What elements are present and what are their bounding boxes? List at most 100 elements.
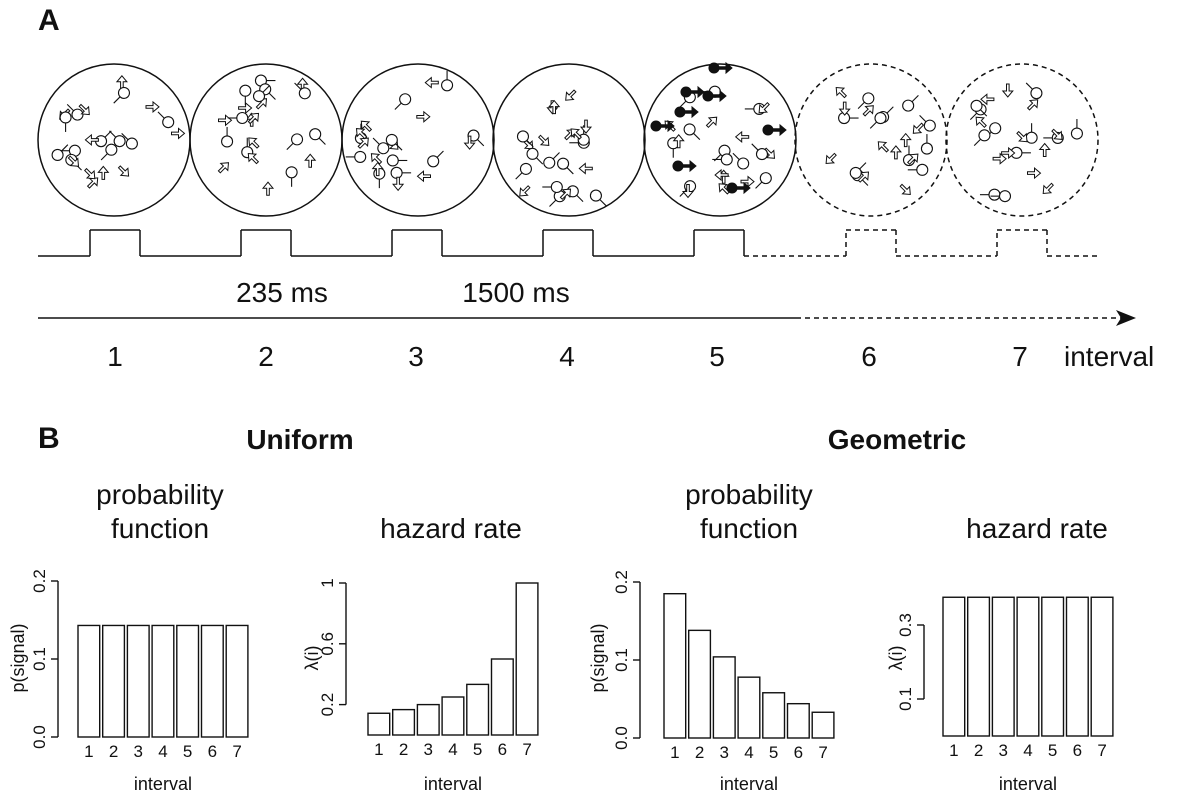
signal-dot	[708, 62, 720, 74]
x-tick-label: 3	[134, 742, 143, 761]
noise-dot	[920, 142, 933, 155]
bar-interval-1	[367, 712, 391, 736]
interval-label-6: 6	[861, 341, 877, 372]
moving-dot	[66, 103, 84, 121]
motion-arrow	[238, 101, 253, 115]
motion-arrow	[84, 167, 96, 180]
bar-interval-4	[1016, 596, 1040, 737]
signal-arrow	[682, 159, 697, 173]
motion-arrow	[370, 153, 383, 165]
motion-arrow	[825, 152, 837, 165]
motion-arrow	[463, 135, 476, 150]
moving-dot	[973, 129, 991, 146]
x-tick-label: 6	[1073, 741, 1082, 760]
chart-title: function	[111, 513, 209, 544]
noise-dot	[354, 150, 367, 163]
dot-stem	[286, 142, 294, 151]
dot-stem	[100, 153, 108, 161]
circle-outline	[341, 63, 495, 217]
motion-arrow	[672, 134, 685, 149]
motion-arrow	[248, 137, 260, 149]
signal-arrow	[736, 181, 751, 195]
motion-arrow	[570, 128, 583, 140]
x-tick-label: 6	[498, 740, 507, 759]
motion-arrow	[304, 153, 317, 168]
noise-dot	[970, 99, 983, 112]
bar-interval-6	[200, 624, 224, 738]
motion-arrow	[97, 165, 110, 180]
x-axis-label: interval	[134, 774, 192, 794]
bar-interval-3	[712, 656, 736, 739]
x-tick-label: 6	[208, 742, 217, 761]
noise-dot	[902, 154, 916, 167]
noise-dot	[755, 148, 769, 161]
noise-dot	[720, 153, 733, 166]
noise-dot	[236, 111, 249, 125]
moving-dot	[385, 133, 403, 151]
bar-interval-5	[1041, 596, 1065, 737]
bar-interval-6	[490, 658, 514, 736]
x-tick-label: 4	[744, 743, 753, 762]
noise-dot	[1070, 127, 1083, 140]
uniform-heading: Uniform	[246, 424, 353, 455]
motion-arrow	[835, 86, 848, 99]
moving-dot	[869, 112, 887, 129]
dot-stem	[157, 111, 165, 119]
bar-interval-4	[441, 696, 465, 736]
motion-arrow	[877, 141, 890, 153]
motion-arrow	[714, 168, 729, 182]
x-tick-label: 1	[84, 742, 93, 761]
motion-arrow	[559, 188, 572, 200]
motion-arrow	[519, 185, 531, 197]
bar-interval-6	[1065, 596, 1089, 737]
x-tick-label: 3	[424, 740, 433, 759]
bar-interval-5	[176, 624, 200, 738]
moving-dot	[907, 163, 929, 176]
noise-dot	[978, 129, 991, 142]
motion-arrow	[357, 137, 369, 149]
motion-arrow	[912, 122, 925, 134]
x-axis-label: interval	[999, 774, 1057, 794]
stimulus-circle-1	[37, 63, 191, 217]
x-tick-label: 5	[183, 742, 192, 761]
stimulus-circle-4	[492, 63, 646, 217]
motion-arrow	[371, 161, 384, 177]
motion-arrow	[360, 120, 373, 133]
moving-dot	[108, 130, 126, 148]
moving-dot	[849, 162, 867, 179]
moving-dot	[543, 152, 560, 169]
moving-dot	[286, 133, 304, 151]
geometric-heading: Geometric	[828, 424, 967, 455]
x-tick-label: 1	[374, 740, 383, 759]
moving-dot	[227, 111, 249, 125]
noise-dot	[51, 148, 64, 161]
dot-stem	[268, 92, 276, 100]
x-tick-label: 2	[974, 741, 983, 760]
noise-dot	[916, 163, 929, 176]
panel-b-label: B	[38, 422, 60, 455]
y-tick-label: 0.1	[30, 647, 49, 671]
noise-dot	[683, 123, 696, 136]
y-tick-label: 1	[318, 578, 337, 587]
dot-stem	[395, 143, 403, 151]
motion-arrow	[1051, 128, 1063, 140]
motion-arrow	[416, 170, 431, 183]
motion-arrow	[1016, 130, 1028, 143]
x-tick-label: 7	[232, 742, 241, 761]
stimulus-circle-6	[794, 63, 948, 217]
noise-dot	[989, 122, 1002, 135]
motion-arrow	[740, 175, 755, 188]
stimulus-circle-2	[189, 63, 343, 217]
duration-235-label: 235 ms	[236, 277, 328, 308]
motion-arrow	[862, 105, 874, 117]
motion-arrow	[1038, 142, 1051, 157]
signal-dot	[680, 86, 692, 98]
dot-stem	[262, 85, 270, 93]
motion-arrow	[889, 145, 902, 160]
bar-interval-7	[811, 711, 835, 739]
x-tick-label: 3	[999, 741, 1008, 760]
moving-dot	[113, 86, 131, 104]
